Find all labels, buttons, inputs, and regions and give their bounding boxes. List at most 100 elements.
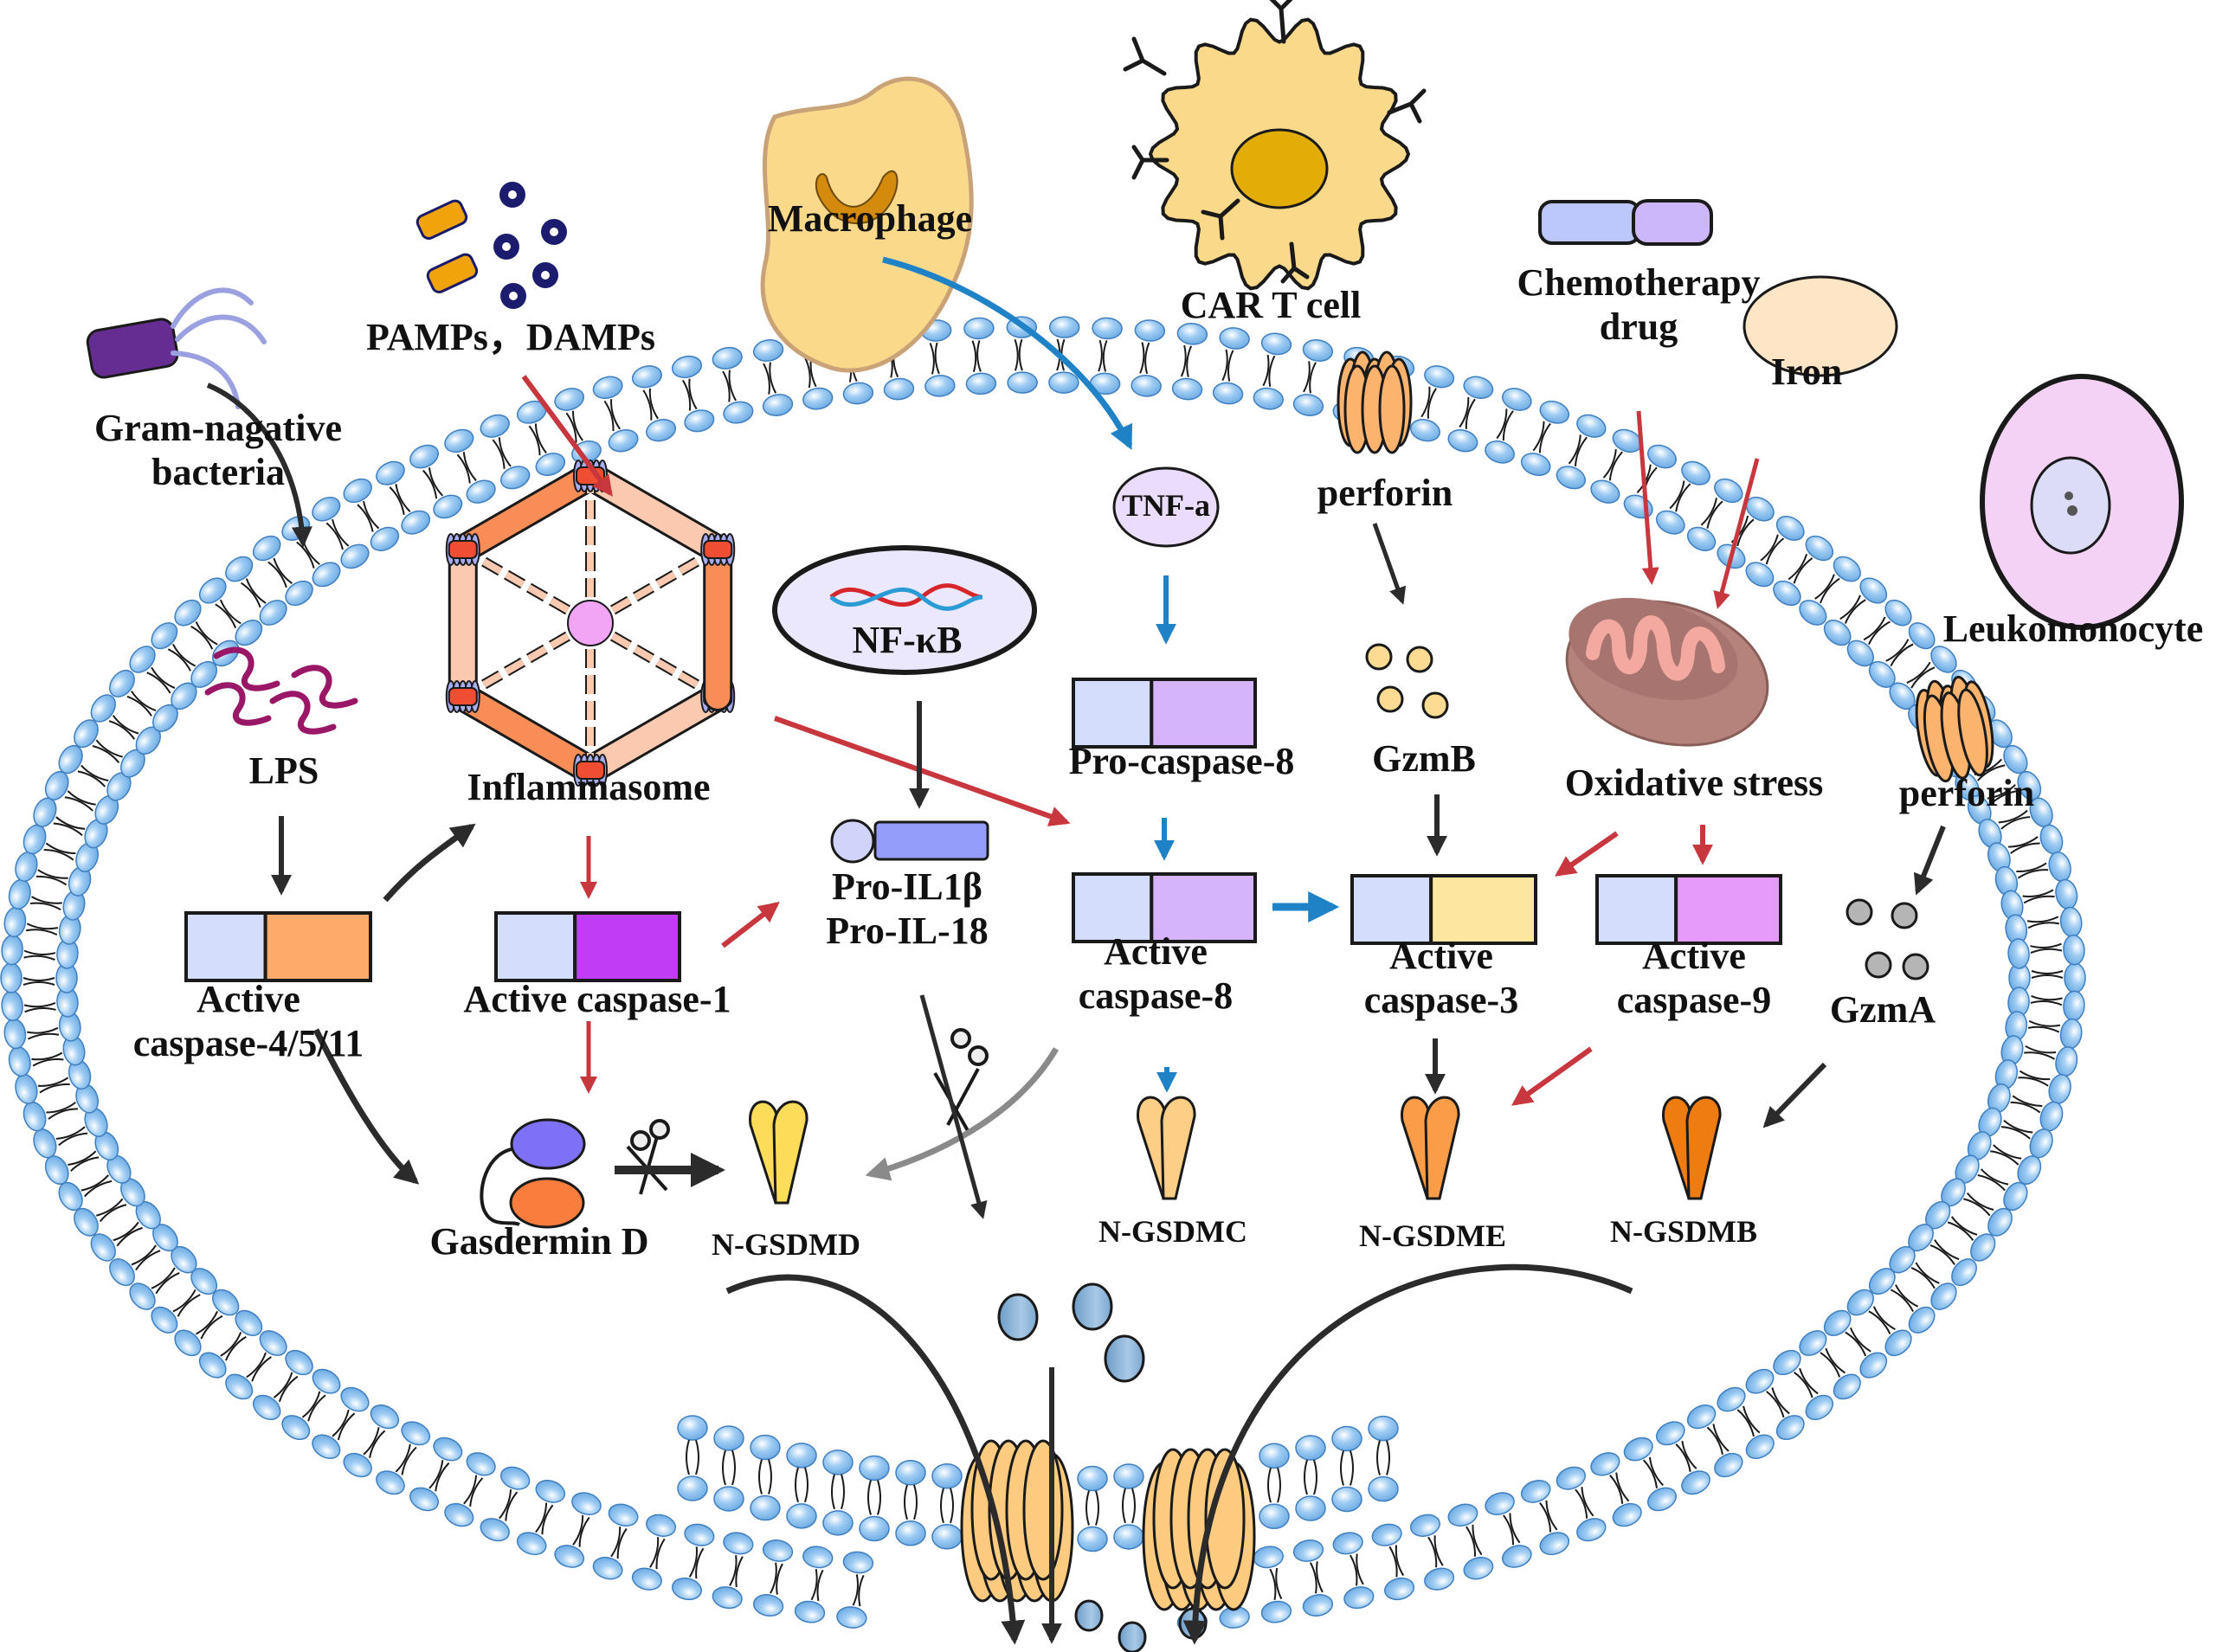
lipid — [592, 376, 639, 453]
lipid-head — [1868, 1268, 1896, 1295]
lipid-head — [1424, 1567, 1455, 1591]
lipid-head — [752, 1594, 784, 1617]
lipid-head — [752, 339, 784, 362]
gsdm-pore — [1142, 1448, 1256, 1611]
lipid — [58, 1154, 132, 1212]
lipid-head — [1077, 1465, 1108, 1492]
lipid-head — [2064, 962, 2086, 993]
label-gram-negative: Gram-nagative bacteria — [94, 407, 342, 494]
lipid — [2000, 1035, 2078, 1077]
lipid-head — [0, 962, 23, 993]
lipid — [1925, 1200, 1996, 1262]
lipid-head — [535, 1479, 566, 1503]
label-line: caspase-9 — [1616, 978, 1772, 1021]
prodomain — [1072, 872, 1154, 943]
lipid-head — [1823, 1309, 1852, 1336]
lipid-head — [1930, 646, 1957, 673]
lipid-head — [401, 1421, 431, 1446]
lipid-head — [713, 1486, 744, 1512]
nlrp-rod — [578, 685, 731, 782]
lipid-head — [1539, 1532, 1570, 1556]
lipid — [1623, 1437, 1677, 1512]
nlrp-rod — [450, 464, 602, 562]
lipid — [1823, 1309, 1888, 1379]
lipid — [1978, 1107, 2053, 1159]
label-tnf-a: TNF-a — [1122, 488, 1210, 523]
lipid — [129, 1245, 197, 1310]
lipid — [15, 1059, 92, 1104]
lipid — [225, 1330, 287, 1400]
catalytic-domain — [1150, 872, 1258, 943]
lipid — [409, 1437, 463, 1512]
lipid-head — [2048, 1074, 2071, 1104]
lipid-head — [285, 580, 313, 607]
lipid-head — [252, 1394, 281, 1421]
spoke — [461, 546, 593, 627]
lipid-head — [312, 1368, 341, 1394]
label-inflammasome: Inflammasome — [467, 766, 711, 808]
lipid-head — [677, 1475, 708, 1501]
lipid — [281, 1368, 341, 1441]
lipid-head — [2039, 824, 2064, 855]
lipid — [631, 1514, 677, 1591]
lipid — [1520, 400, 1570, 477]
label-gzmb: GzmB — [1372, 737, 1476, 780]
lipid — [1292, 1540, 1334, 1617]
lipid-head — [1501, 388, 1532, 411]
lipid — [1773, 1349, 1834, 1421]
perforin-pore-right — [1915, 675, 1994, 783]
lipid-head — [671, 1577, 702, 1601]
lipid-head — [1343, 1586, 1375, 1610]
lipid-head — [1384, 1577, 1415, 1601]
lipid-head — [1171, 377, 1203, 401]
lipid — [0, 962, 78, 993]
spoke — [588, 546, 720, 627]
lipid — [1253, 1546, 1292, 1623]
lipid-head — [1463, 1556, 1494, 1580]
lipid-head — [198, 577, 227, 604]
label-nfkb: NF-κB — [852, 619, 963, 661]
lipid — [480, 414, 531, 490]
label-line: bacteria — [151, 450, 285, 493]
arrow-casp9-gsdme — [1511, 1046, 1593, 1106]
lipid-head — [1332, 1532, 1363, 1555]
label-oxidative-stress: Oxidative stress — [1564, 762, 1824, 804]
lipid — [23, 824, 99, 872]
lipid-head — [1, 934, 23, 966]
lipid-head — [1556, 1466, 1586, 1490]
lipid-head — [931, 1463, 963, 1489]
lipid — [23, 1083, 99, 1132]
label-line: Active — [1642, 935, 1746, 977]
lipid-head — [1501, 1545, 1532, 1568]
lipid-head — [343, 478, 372, 504]
lipid — [1655, 1421, 1710, 1495]
lipid-head — [1655, 1421, 1685, 1446]
lipid — [1485, 1492, 1532, 1568]
lipid-head — [684, 1523, 715, 1546]
lipid-head — [1092, 317, 1123, 340]
leukomonocyte-icon — [1980, 374, 2184, 630]
lipid — [1171, 323, 1208, 401]
lipid-head — [1745, 1434, 1775, 1460]
lipid-head — [15, 852, 38, 882]
lipid-head — [535, 453, 566, 477]
lipid-head — [712, 346, 743, 370]
lipid-head — [466, 479, 496, 504]
lipid — [1556, 1466, 1607, 1542]
lipid-head — [376, 460, 405, 485]
lipid-head — [1775, 1415, 1805, 1441]
lipid — [1799, 556, 1861, 626]
chemotherapy-drug-icon — [1538, 199, 1713, 246]
lipid-head — [3, 906, 27, 938]
lipid-head — [1773, 580, 1801, 607]
label-gasdermin-d: Gasdermin D — [429, 1220, 649, 1263]
lps-icon — [204, 646, 358, 735]
lipid-head — [677, 1415, 708, 1441]
lipid — [1994, 1059, 2071, 1104]
lipid-head — [1520, 453, 1551, 477]
lipid-head — [1520, 1479, 1551, 1503]
lipid — [109, 1224, 178, 1287]
lipid-head — [1930, 1282, 1957, 1310]
lipid-head — [109, 669, 135, 697]
gasdermin-pores — [677, 1415, 1399, 1611]
